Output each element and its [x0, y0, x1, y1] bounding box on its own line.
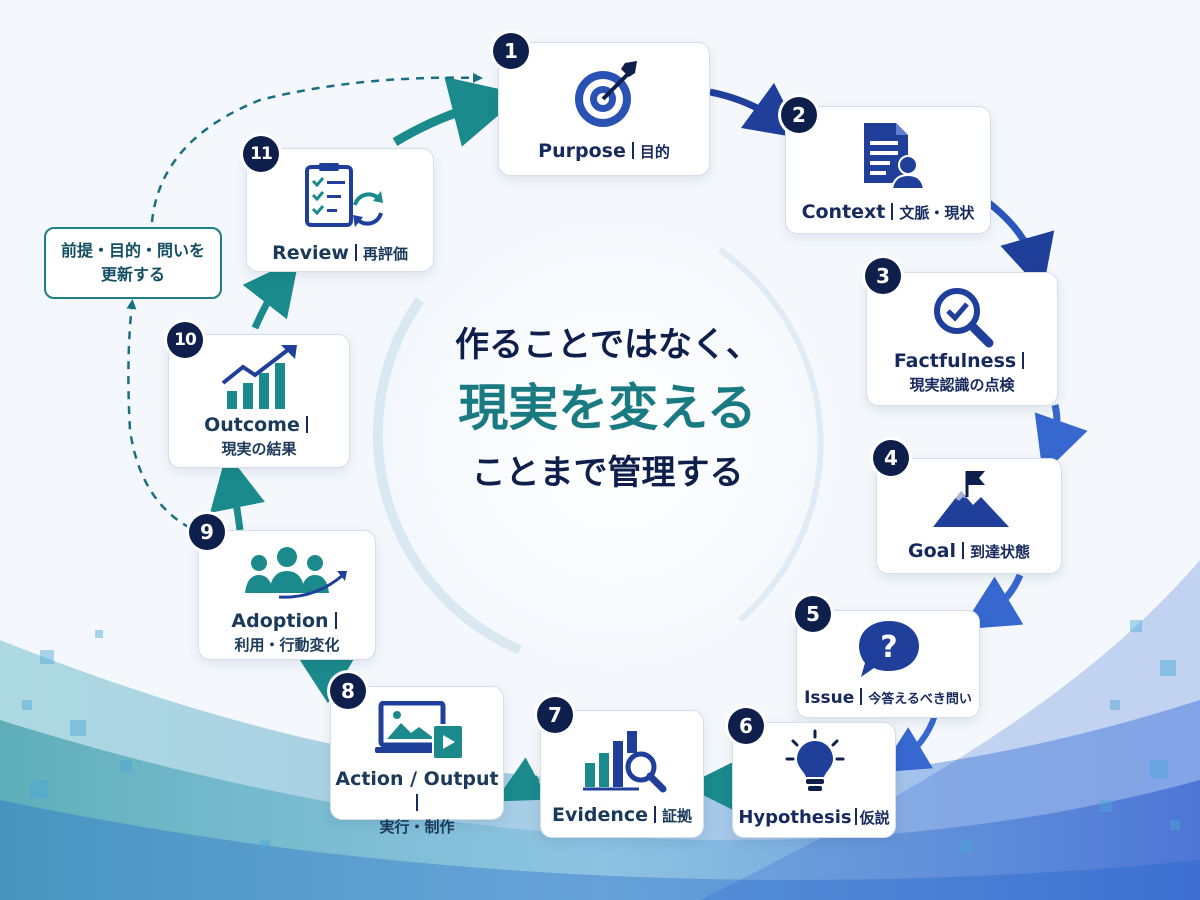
- lightbulb-icon: [785, 729, 845, 791]
- question-bubble-icon: ?: [859, 621, 919, 677]
- step-action-output-label: Action / Output 実行・制作: [335, 768, 499, 836]
- step-action-output-card: Action / Output 実行・制作: [330, 686, 504, 836]
- feedback-note-line1: 前提・目的・問いを: [60, 241, 205, 260]
- svg-text:?: ?: [880, 630, 897, 665]
- step-outcome-card: Outcome 現実の結果: [168, 334, 350, 468]
- step-7-badge: 7: [537, 697, 573, 733]
- step-outcome-label: Outcome 現実の結果: [173, 413, 345, 461]
- mountain-flag-icon: [933, 471, 1009, 527]
- center-line-2: 現実を変える: [458, 379, 757, 437]
- feedback-note: 前提・目的・問いを 更新する: [44, 227, 222, 299]
- step-3-badge: 3: [865, 258, 901, 294]
- step-2-badge: 2: [781, 97, 817, 133]
- checklist-refresh-icon: [305, 163, 383, 227]
- step-4-badge: 4: [873, 440, 909, 476]
- step-6-badge: 6: [728, 708, 764, 744]
- target-icon: [575, 61, 637, 127]
- feedback-note-line2: 更新する: [100, 265, 165, 284]
- step-factfulness-label: Factfulness 現実認識の点検: [871, 349, 1053, 397]
- devices-icon: [375, 701, 464, 760]
- document-person-icon: [864, 123, 926, 190]
- growth-chart-icon: [221, 345, 297, 409]
- step-5-badge: 5: [795, 596, 831, 632]
- magnifier-check-icon: [934, 288, 994, 348]
- center-message: 作ることではなく、 現実を変える ことまで管理する: [410, 318, 805, 502]
- step-10-badge: 10: [167, 322, 203, 358]
- step-adoption-card: Adoption 利用・行動変化: [198, 530, 376, 660]
- bar-chart-magnifier-icon: [583, 731, 667, 793]
- step-11-badge: 11: [243, 136, 279, 172]
- step-8-badge: 8: [330, 673, 366, 709]
- center-line-1: 作ることではなく、: [455, 325, 760, 365]
- step-9-badge: 9: [189, 514, 225, 550]
- step-adoption-label: Adoption 利用・行動変化: [231, 610, 340, 654]
- center-line-3: ことまで管理する: [471, 453, 744, 493]
- people-growth-icon: [245, 547, 347, 599]
- step-1-badge: 1: [493, 33, 529, 69]
- step-factfulness-card: Factfulness 現実認識の点検: [866, 272, 1058, 406]
